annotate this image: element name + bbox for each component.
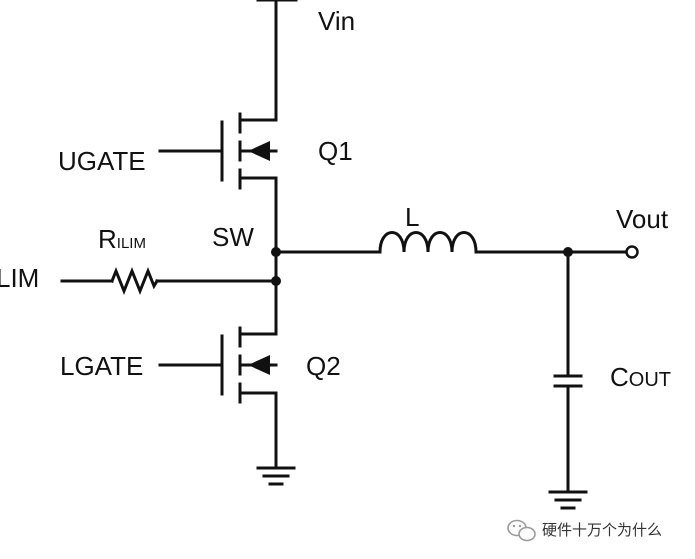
q2-arrow [248, 355, 270, 375]
ugate-label: UGATE [58, 146, 146, 176]
cout-capacitor [553, 250, 583, 494]
rilim-label: RILIM [98, 224, 146, 254]
ground-icon-cout [548, 490, 588, 510]
vout-label: Vout [616, 204, 669, 234]
lgate-label: LGATE [60, 351, 143, 381]
q2-mosfet [220, 326, 278, 404]
cout-sub: OUT [629, 369, 671, 391]
cout-main: C [610, 362, 629, 392]
q1-label: Q1 [318, 136, 353, 166]
watermark-text: 硬件十万个为什么 [542, 521, 662, 539]
cout-label: COUT [610, 362, 671, 392]
inductor-label: L [405, 202, 419, 232]
q1-mosfet [220, 112, 278, 190]
ground-icon-q2 [256, 466, 296, 486]
inductor [378, 231, 478, 254]
wechat-icon [507, 519, 536, 542]
rilim-resistor [60, 266, 278, 296]
rilim-sub: ILIM [117, 235, 146, 252]
rilim-main: R [98, 224, 117, 254]
q1-arrow [248, 141, 270, 161]
vin-terminal [256, 0, 298, 122]
ilim-label: LIM [0, 263, 39, 293]
q2-label: Q2 [306, 351, 341, 381]
vout-terminal [625, 245, 639, 259]
sw-label: SW [212, 222, 254, 252]
vin-label: Vin [318, 6, 355, 36]
